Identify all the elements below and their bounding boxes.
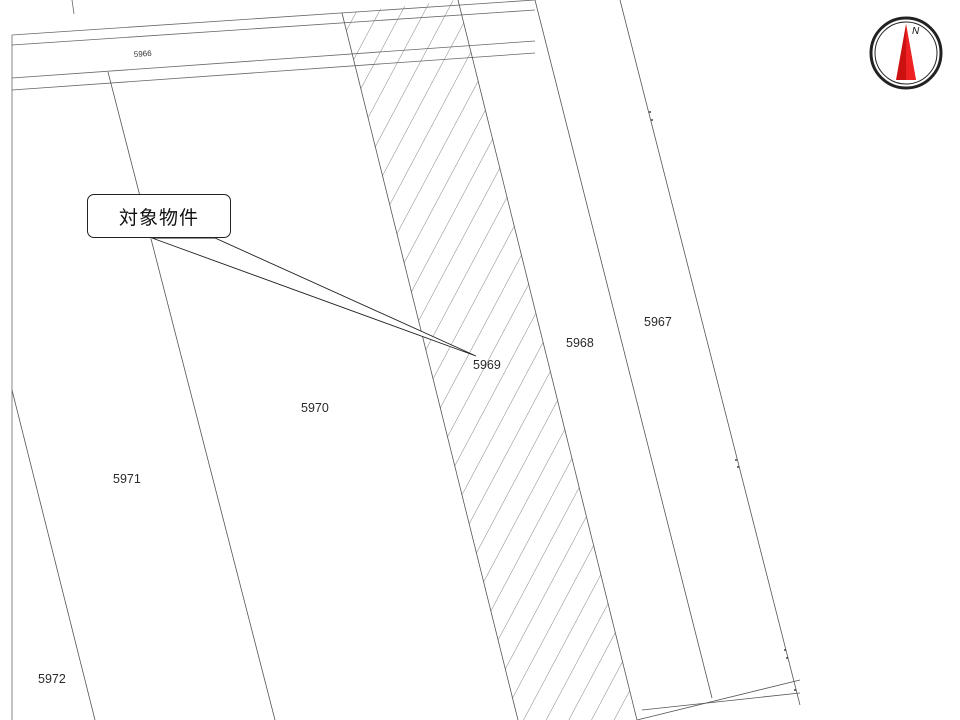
parcel-boundaries bbox=[11, 0, 801, 720]
road-label: 5966 bbox=[134, 49, 153, 59]
callout-leader bbox=[151, 237, 477, 357]
target-property-callout: 対象物件 bbox=[87, 194, 231, 238]
parcel-label-5969: 5969 bbox=[473, 358, 501, 372]
boundary-markers bbox=[649, 111, 796, 691]
parcel-label-5968: 5968 bbox=[566, 336, 594, 350]
callout-label: 対象物件 bbox=[118, 206, 199, 229]
parcel-label-5972: 5972 bbox=[38, 672, 66, 686]
compass-north-label: N bbox=[912, 26, 920, 37]
parcel-5969-hatch bbox=[342, 0, 637, 720]
parcel-label-5967: 5967 bbox=[644, 315, 672, 329]
parcel-label-5970: 5970 bbox=[301, 401, 329, 415]
north-arrow-icon: N bbox=[869, 16, 943, 90]
parcel-label-5971: 5971 bbox=[113, 472, 141, 486]
